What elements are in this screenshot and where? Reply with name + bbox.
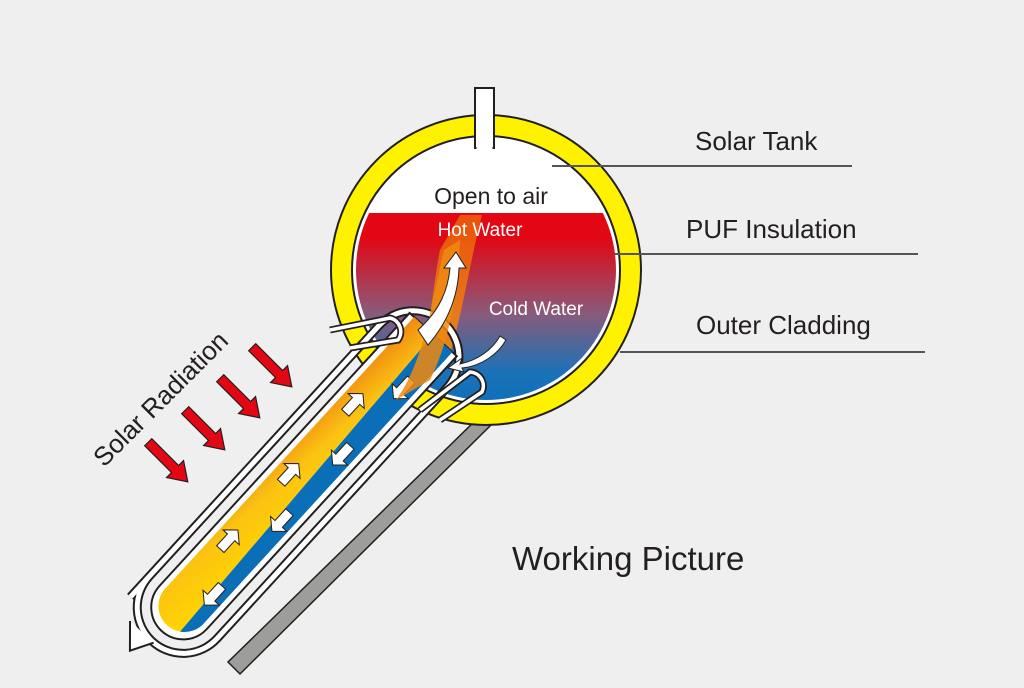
solar-tank-label: Solar Tank xyxy=(695,126,818,156)
radiation-arrow-icon xyxy=(247,342,293,388)
tank-vent-pipe xyxy=(474,87,495,152)
flow-arrow-down xyxy=(330,441,355,466)
puf-insulation-label: PUF Insulation xyxy=(686,214,857,244)
tube-cold-side xyxy=(180,334,453,632)
radiation-arrow-icon xyxy=(215,373,261,419)
tube-tip xyxy=(128,621,154,653)
cold-water-label: Cold Water xyxy=(489,299,584,320)
flow-arrow-down xyxy=(269,508,294,532)
hot-water-label: Hot Water xyxy=(438,220,523,241)
evacuated-tube xyxy=(127,306,464,658)
flow-arrow-up xyxy=(276,463,301,487)
hot-flow-into-tank xyxy=(396,240,460,400)
flow-arrow-down xyxy=(202,581,227,606)
radiation-arrows xyxy=(143,342,293,483)
cold-sink-arrow xyxy=(446,335,507,373)
outer-cladding-label: Outer Cladding xyxy=(696,310,871,340)
flow-arrow-up xyxy=(340,393,365,417)
radiation-arrow-icon xyxy=(180,405,226,451)
radiation-arrow-icon xyxy=(143,437,189,483)
diagram-title: Working Picture xyxy=(512,540,744,577)
open-to-air-label: Open to air xyxy=(434,183,548,209)
flow-arrow-up xyxy=(215,529,240,554)
hot-rise-arrow xyxy=(417,251,467,346)
